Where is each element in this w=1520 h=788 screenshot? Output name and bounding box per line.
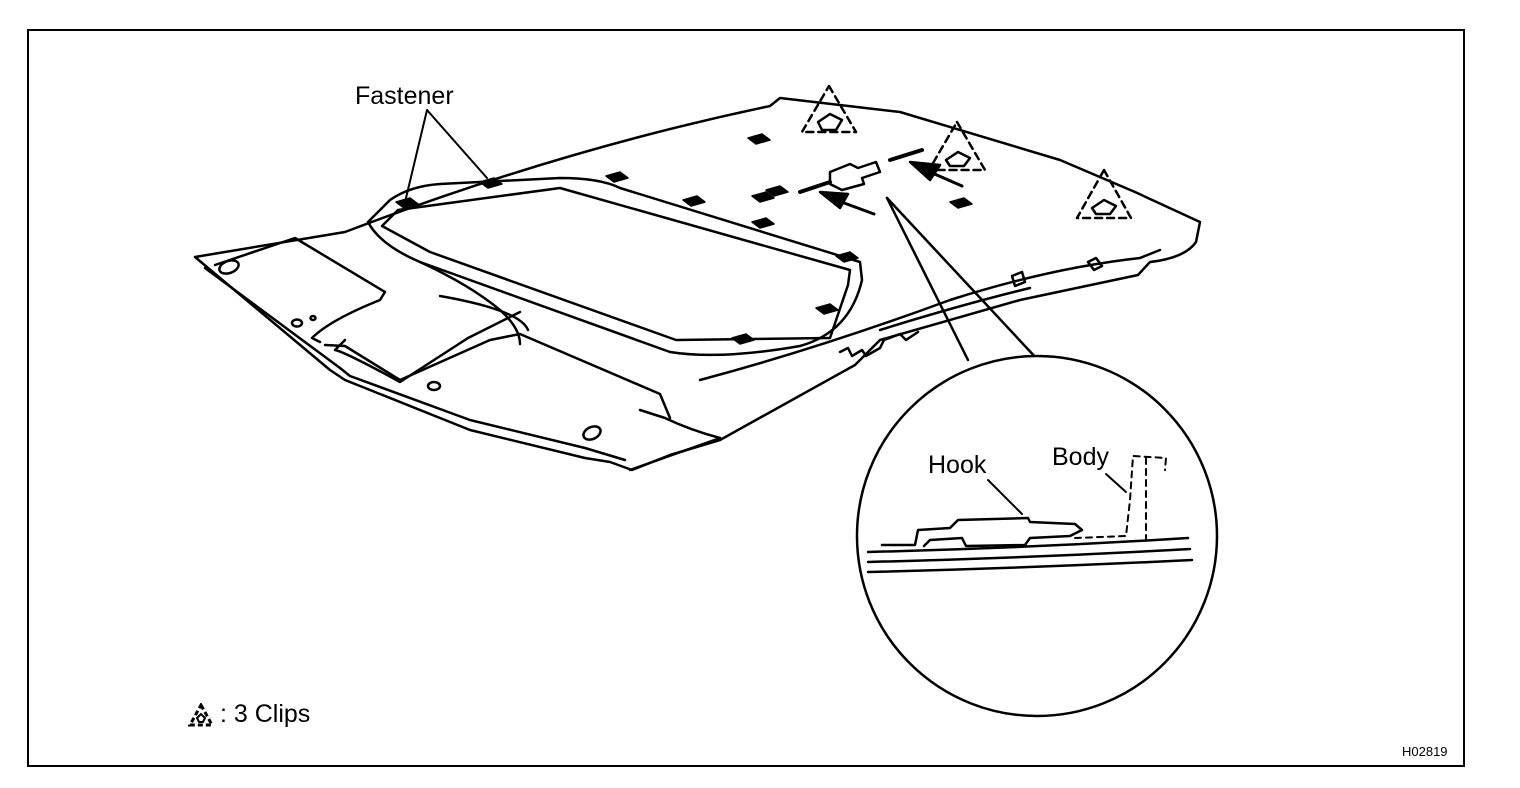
clip-triangle-icon [1075,168,1133,220]
clip-triangle-icon [188,702,214,726]
figure-frame [27,29,1465,767]
headliner-panel [193,96,1202,472]
detail-callout [855,196,1219,718]
fastener-leaders [405,109,488,199]
clip-triangle-icon [800,84,858,134]
hook-bracket [798,148,924,194]
clip-bodies [816,112,1118,216]
hook [880,516,1084,548]
fastener-label: Fastener [355,82,454,110]
clip-triangle-icon [927,120,987,172]
body-outline [1074,455,1167,539]
hook-label: Hook [928,451,987,479]
clip-markers [800,84,1133,220]
direction-arrows [818,160,964,216]
fastener-pads [395,133,973,345]
figure-code: H02819 [1402,744,1448,759]
detail-view [866,455,1194,574]
body-label: Body [1052,443,1109,471]
legend: : 3 Clips [188,702,310,727]
legend-text: : 3 Clips [220,700,311,728]
